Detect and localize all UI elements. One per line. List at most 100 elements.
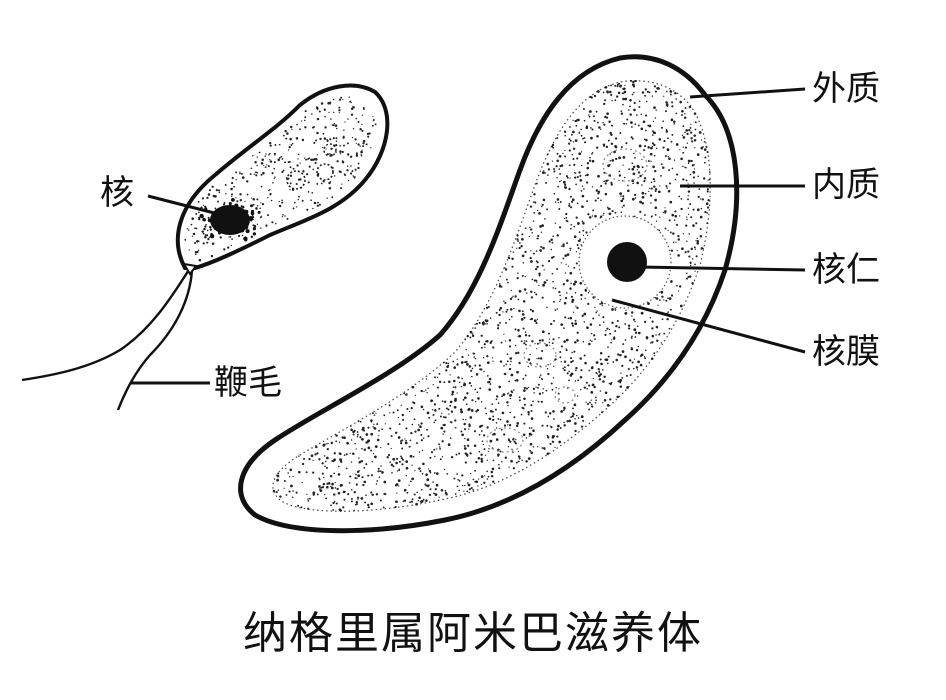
stipple-dot [530, 317, 534, 321]
stipple-dot [554, 287, 557, 290]
stipple-dot [308, 457, 311, 461]
nucleus-granule [257, 210, 261, 214]
stipple-dot [256, 156, 258, 158]
stipple-dot [521, 459, 523, 462]
stipple-dot [251, 197, 253, 199]
stipple-dot [495, 421, 498, 424]
stipple-dot [500, 341, 503, 344]
stipple-dot [525, 387, 528, 390]
stipple-dot [486, 354, 489, 358]
stipple-dot [383, 492, 386, 495]
stipple-dot [631, 361, 634, 364]
stipple-dot [665, 103, 669, 107]
stipple-dot [195, 227, 198, 230]
stipple-dot [338, 109, 341, 112]
stipple-dot [514, 379, 517, 382]
stipple-dot [612, 361, 615, 363]
stipple-dot [495, 398, 498, 401]
stipple-dot [603, 102, 606, 106]
stipple-dot [582, 234, 585, 236]
stipple-dot [637, 165, 640, 169]
stipple-dot [612, 337, 616, 340]
stipple-dot [668, 157, 671, 161]
stipple-dot [583, 312, 587, 316]
nucleus-granule [214, 227, 217, 231]
stipple-dot [463, 447, 467, 450]
stipple-dot [684, 166, 686, 168]
stipple-dot [400, 457, 403, 460]
stipple-dot [604, 182, 607, 185]
stipple-dot [595, 311, 598, 314]
stipple-dot [356, 152, 358, 155]
stipple-dot [675, 98, 678, 100]
stipple-dot [551, 388, 554, 391]
stipple-dot [235, 171, 238, 174]
stipple-dot [444, 491, 448, 495]
stipple-dot [315, 139, 318, 142]
stipple-dot [535, 279, 538, 282]
stipple-dot [591, 405, 594, 408]
stipple-dot [597, 90, 600, 93]
stipple-dot [355, 142, 357, 144]
stipple-dot [501, 395, 503, 397]
stipple-dot [525, 460, 528, 463]
stipple-dot [573, 266, 576, 269]
stipple-dot [618, 379, 622, 383]
stipple-dot [638, 106, 641, 109]
stipple-dot [378, 429, 380, 432]
stipple-dot [635, 349, 639, 352]
stipple-dot [541, 264, 544, 267]
stipple-dot [401, 463, 404, 466]
stipple-dot [523, 397, 526, 400]
stipple-dot [661, 295, 664, 298]
stipple-dot [487, 475, 490, 478]
stipple-dot [672, 232, 675, 235]
stipple-dot [507, 404, 509, 407]
stipple-dot [610, 93, 613, 97]
stipple-dot [310, 454, 314, 458]
stipple-dot [341, 150, 344, 154]
stipple-dot [535, 250, 538, 252]
stipple-dot [636, 181, 640, 185]
stipple-dot [651, 215, 653, 218]
stipple-dot [579, 240, 581, 242]
stipple-dot [625, 142, 628, 145]
stipple-dot [480, 457, 483, 461]
stipple-dot [484, 407, 487, 410]
stipple-dot [451, 390, 455, 394]
stipple-dot [674, 178, 677, 181]
stipple-dot [322, 146, 324, 149]
stipple-dot [569, 316, 573, 320]
stipple-dot [357, 162, 360, 165]
stipple-dot [530, 228, 533, 231]
stipple-dot [509, 308, 513, 311]
stipple-dot [341, 183, 343, 185]
stipple-dot [337, 491, 341, 495]
stipple-dot [290, 143, 293, 146]
stipple-dot [563, 217, 566, 220]
stipple-dot [420, 489, 423, 491]
flagellate-vacuole-2 [316, 163, 334, 181]
stipple-dot [554, 446, 556, 449]
stipple-dot [558, 154, 562, 158]
stipple-dot [283, 487, 285, 489]
stipple-dot [405, 439, 407, 442]
stipple-dot [428, 416, 431, 419]
stipple-dot [516, 238, 519, 241]
stipple-dot [463, 490, 465, 492]
stipple-dot [321, 486, 325, 489]
stipple-dot [673, 159, 676, 161]
stipple-dot [503, 300, 505, 302]
stipple-dot [667, 156, 670, 158]
nucleus-granule [236, 206, 240, 210]
stipple-dot [657, 190, 661, 194]
stipple-dot [370, 474, 373, 477]
stipple-dot [478, 340, 481, 343]
stipple-dot [326, 456, 329, 460]
stipple-dot [261, 158, 264, 162]
stipple-dot [378, 476, 381, 478]
stipple-dot [264, 166, 267, 168]
stipple-dot [622, 87, 625, 90]
stipple-dot [576, 244, 579, 246]
stipple-dot [548, 338, 551, 340]
